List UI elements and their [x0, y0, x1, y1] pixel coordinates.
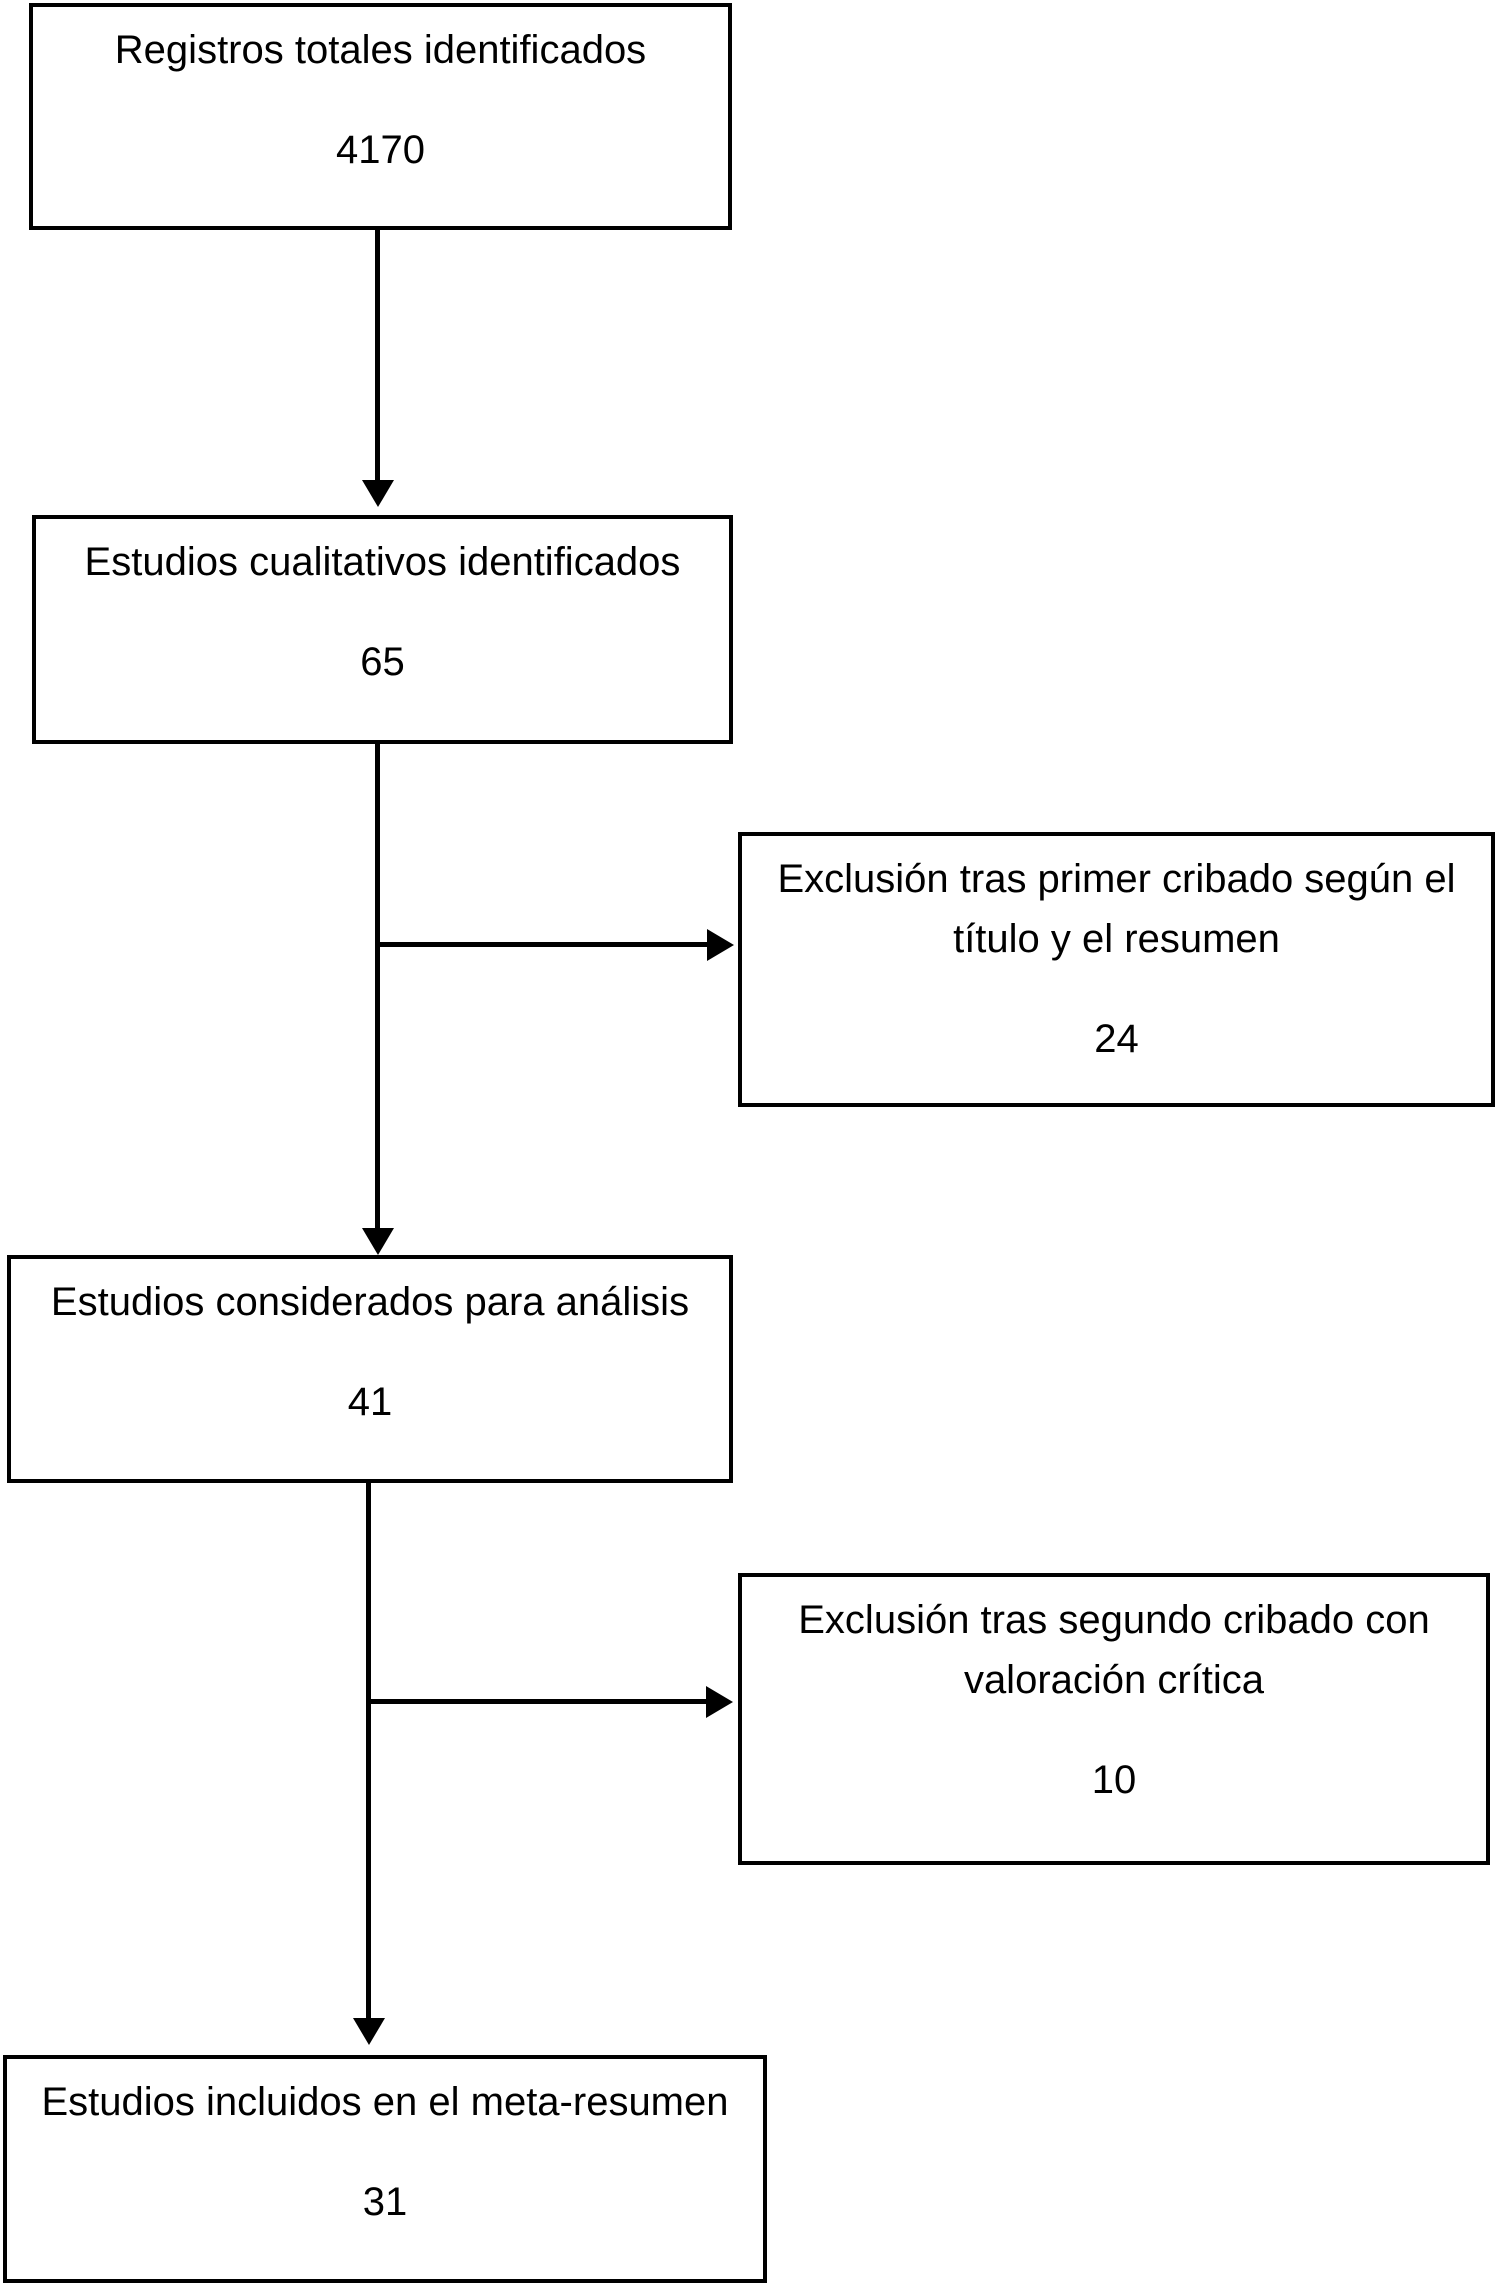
- connector-line-considered-to-included: [366, 1483, 371, 2020]
- connector-line-qual-to-considered: [375, 744, 380, 1230]
- box-count: 65: [360, 640, 405, 684]
- box-label: Estudios considerados para análisis: [50, 1280, 690, 1324]
- arrow-down-icon: [362, 1228, 394, 1255]
- connector-line-to-exclusion1: [377, 942, 709, 947]
- flow-box-registros-totales: Registros totales identificados 4170: [29, 3, 732, 230]
- box-count: 41: [347, 1380, 393, 1424]
- flow-box-exclusion-segundo-cribado: Exclusión tras segundo cribado con valor…: [738, 1573, 1490, 1865]
- arrow-right-icon: [707, 929, 734, 961]
- box-count: 24: [1094, 1017, 1139, 1061]
- arrow-down-icon: [353, 2018, 385, 2045]
- flow-box-estudios-cualitativos: Estudios cualitativos identificados 65: [32, 515, 733, 744]
- connector-line-total-to-qual: [375, 230, 380, 482]
- connector-line-to-exclusion2: [368, 1699, 708, 1704]
- box-count: 31: [362, 2180, 408, 2224]
- arrow-right-icon: [706, 1686, 733, 1718]
- box-label: Registros totales identificados: [114, 28, 647, 72]
- box-count: 4170: [336, 128, 425, 172]
- box-label: Estudios cualitativos identificados: [84, 540, 681, 584]
- arrow-down-icon: [362, 480, 394, 507]
- box-label: Estudios incluidos en el meta-resumen: [41, 2080, 729, 2124]
- flow-box-exclusion-primer-cribado: Exclusión tras primer cribado según el t…: [738, 832, 1495, 1107]
- box-label: Exclusión tras segundo cribado con valor…: [798, 1598, 1430, 1702]
- box-label: Exclusión tras primer cribado según el t…: [777, 857, 1456, 961]
- flow-box-estudios-incluidos: Estudios incluidos en el meta-resumen 31: [3, 2055, 767, 2283]
- box-count: 10: [1091, 1758, 1137, 1802]
- flow-box-estudios-considerados: Estudios considerados para análisis 41: [7, 1255, 733, 1483]
